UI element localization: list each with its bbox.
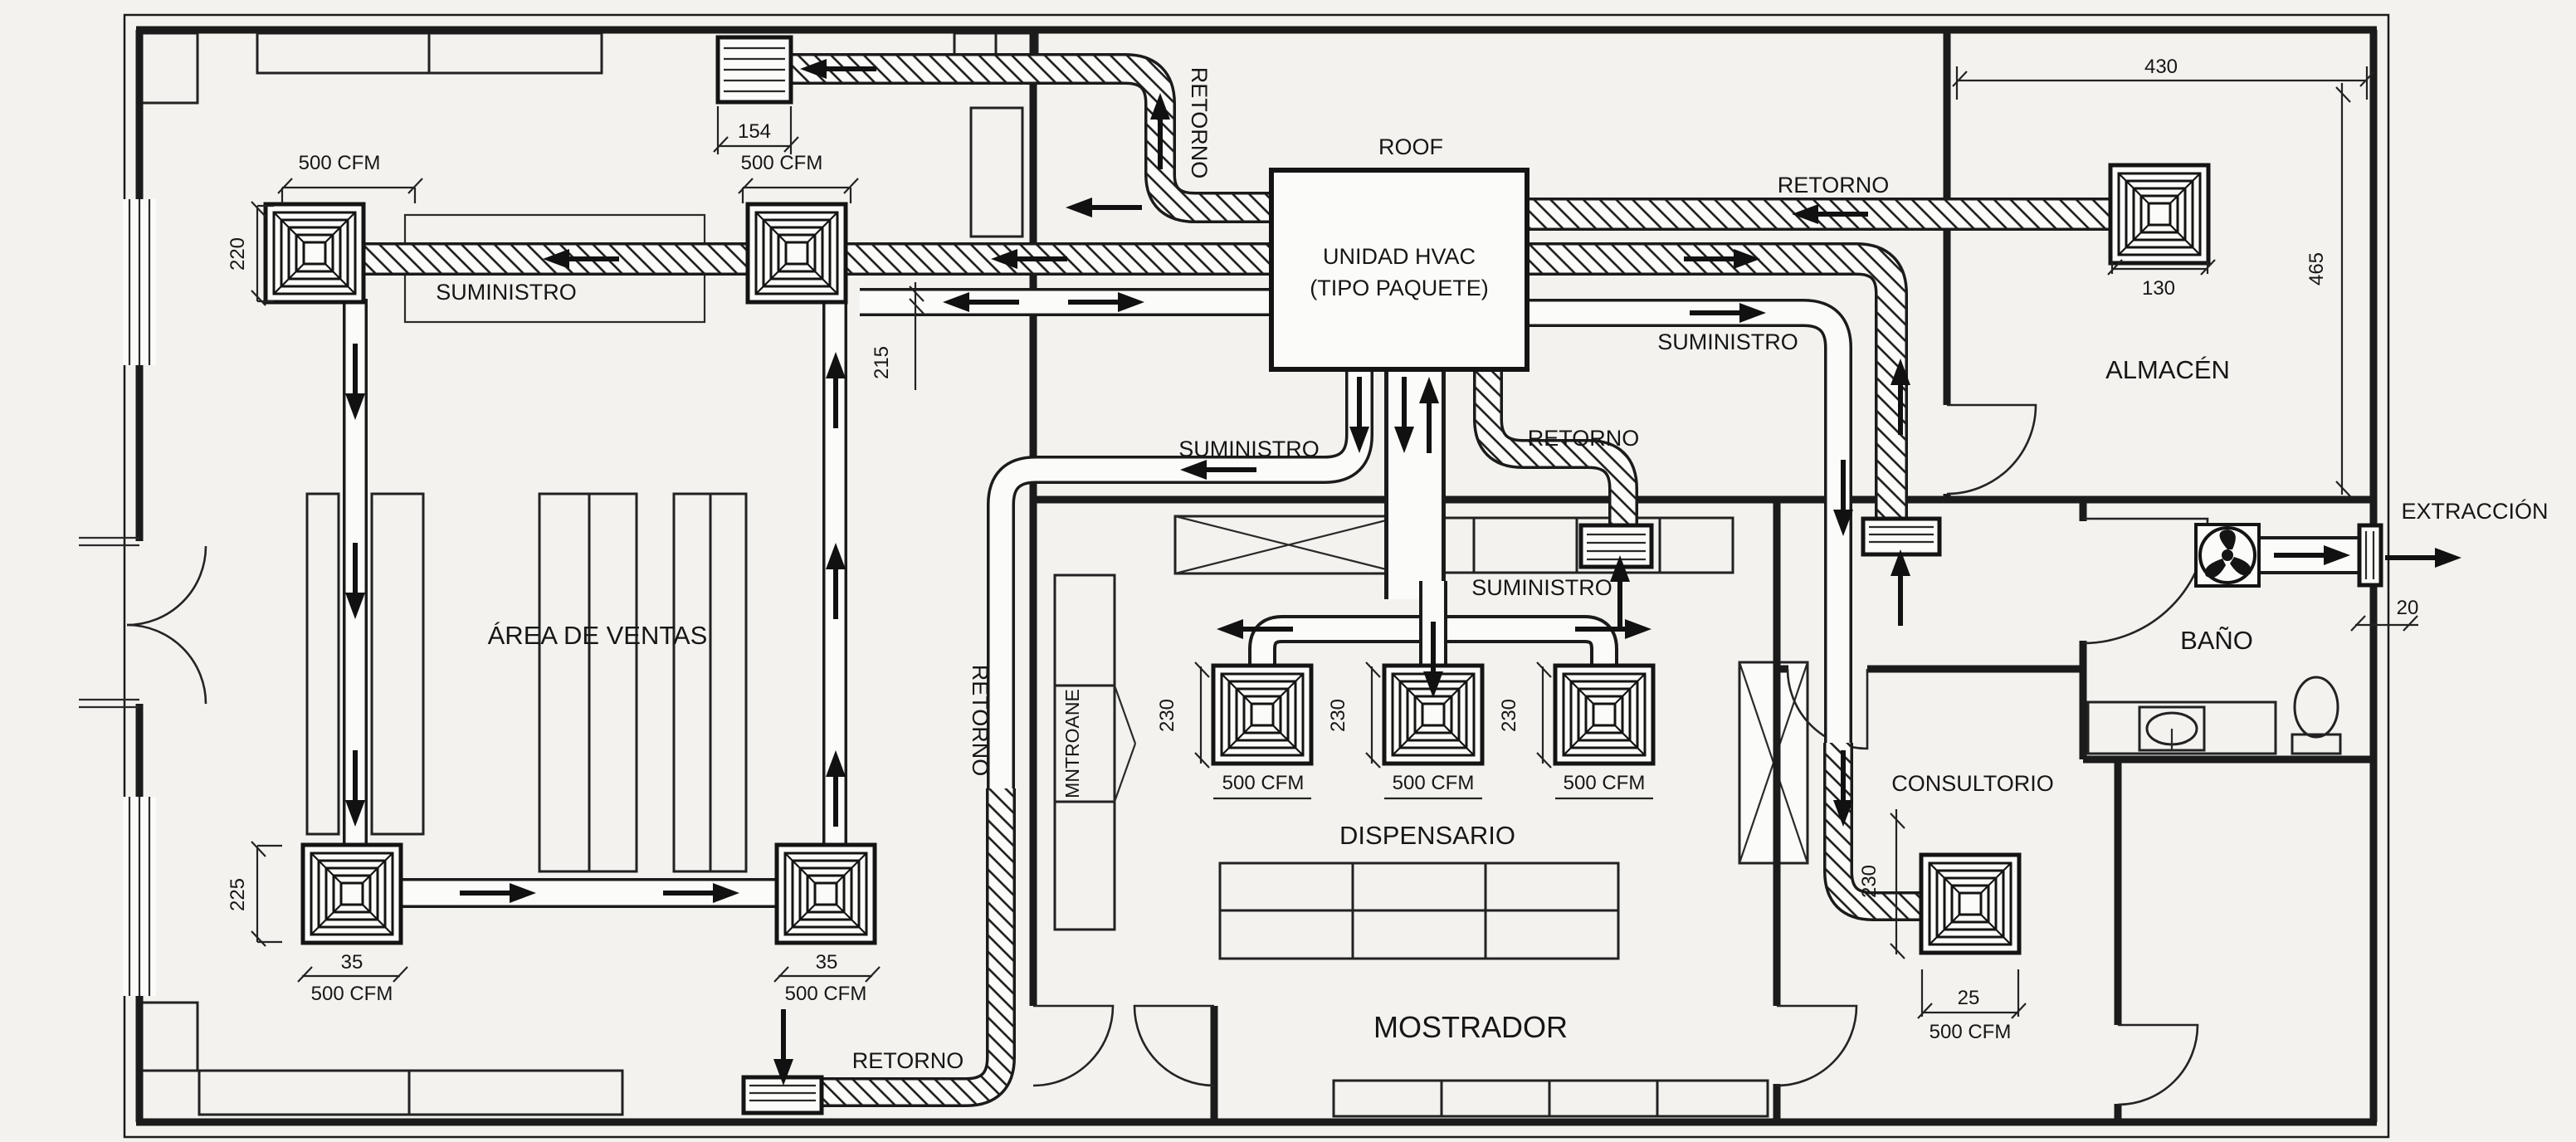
dim-430: 430: [2144, 56, 2178, 78]
label-return-top-right: RETORNO: [1778, 173, 1890, 198]
label-return-bottom: RETORNO: [852, 1048, 964, 1073]
diffuser-icon: [1213, 666, 1311, 764]
corridor-bottom-door: [1776, 1004, 1858, 1087]
label-roof: ROOF: [1378, 134, 1443, 159]
dim-35: 35: [816, 951, 838, 974]
dim-215: 215: [871, 346, 893, 379]
mostrador-double-door-left: [1032, 1004, 1115, 1087]
label-room-mostrador: MOSTRADOR: [1373, 1010, 1568, 1044]
exhaust-fan-icon: [2194, 523, 2261, 588]
toilet: [2291, 676, 2342, 755]
label-supply-center-bottom: SUMINISTRO: [1471, 575, 1612, 600]
dim-35: 35: [341, 951, 363, 974]
bath-fixtures: [2086, 523, 2342, 755]
shelf-unit: [305, 492, 340, 836]
diffuser-icon: [303, 845, 401, 943]
label-room-dispensary: DISPENSARIO: [1339, 821, 1515, 850]
label-cfm: 500 CFM: [311, 983, 393, 1005]
column-box: [969, 106, 1024, 238]
hvac-unit-name: UNIDAD HVAC: [1323, 244, 1476, 269]
label-cfm: 500 CFM: [741, 152, 823, 174]
label-room-bathroom: BAÑO: [2180, 626, 2253, 655]
sink: [2086, 700, 2277, 755]
labels: ÁREA DE VENTAS DISPENSARIO MOSTRADOR ALM…: [227, 56, 2549, 1073]
dim-230: 230: [1327, 699, 1349, 732]
label-room-sales: ÁREA DE VENTAS: [488, 621, 708, 650]
diffuser-icon: [1921, 855, 2019, 953]
outer-frame: [123, 13, 2390, 1139]
diffuser-icon: [2110, 165, 2208, 263]
label-return-left-vertical: RETORNO: [968, 665, 993, 777]
hvac-unit: UNIDAD HVAC (TIPO PAQUETE): [1269, 168, 1530, 372]
shaft-closet: [1053, 573, 1116, 931]
shaft-door-fold: [1113, 743, 1137, 803]
label-exhaust: EXTRACCIÓN: [2401, 498, 2548, 524]
dim-25: 25: [1958, 987, 1980, 1009]
hvac-unit-box: [1269, 168, 1530, 372]
return-grille-dispensary: [1578, 523, 1654, 569]
dim-230: 230: [1156, 699, 1178, 732]
label-supply-right: SUMINISTRO: [1657, 329, 1798, 354]
entry-door-leaf-arc: [126, 545, 207, 627]
label-cfm: 500 CFM: [1393, 772, 1475, 794]
label-shaft: MNTROANE: [1061, 689, 1083, 798]
label-supply-left: SUMINISTRO: [436, 280, 577, 305]
diffuser-icon: [1555, 666, 1653, 764]
hvac-unit-type: (TIPO PAQUETE): [1310, 276, 1489, 300]
dim-220: 220: [227, 237, 249, 271]
dimensions: [251, 66, 2418, 1019]
label-cfm: 500 CFM: [1564, 772, 1646, 794]
diffuser-icon: [777, 845, 875, 943]
label-cfm: 500 CFM: [1930, 1021, 2012, 1043]
dim-20: 20: [2397, 597, 2419, 619]
dim-130: 130: [2142, 277, 2175, 300]
dim-225: 225: [227, 878, 249, 911]
diffuser-icon: [266, 204, 363, 302]
label-supply-center-left: SUMINISTRO: [1178, 437, 1320, 461]
label-cfm: 500 CFM: [785, 983, 867, 1005]
label-return-top-vertical: RETORNO: [1187, 67, 1212, 179]
label-room-storage: ALMACÉN: [2105, 355, 2230, 384]
office-door: [1786, 668, 1869, 750]
entry-door-leaf-arc: [126, 623, 207, 705]
supply-grille-corridor: [1861, 516, 1942, 557]
diffuser-icon: [748, 204, 846, 302]
dim-154: 154: [738, 120, 771, 143]
label-return-center: RETORNO: [1528, 426, 1640, 451]
counter-bottom-left: [198, 1069, 624, 1116]
label-room-office: CONSULTORIO: [1891, 771, 2054, 796]
equipment-cross: [1174, 515, 1403, 575]
storage-door: [1946, 403, 2037, 495]
backroom-door: [2117, 1023, 2199, 1106]
label-cfm: 500 CFM: [299, 152, 381, 174]
entry-canopy: [79, 536, 139, 709]
label-cfm: 500 CFM: [1222, 772, 1305, 794]
shelf-unit: [370, 492, 425, 836]
dim-230-office: 230: [1858, 865, 1881, 898]
return-grille-top: [715, 35, 793, 105]
mostrador-double-door-right: [1133, 1004, 1215, 1087]
dim-230: 230: [1498, 699, 1520, 732]
dim-465: 465: [2305, 252, 2328, 286]
shaft-door-fold: [1113, 685, 1137, 744]
exhaust-wall-grille: [2357, 523, 2383, 588]
